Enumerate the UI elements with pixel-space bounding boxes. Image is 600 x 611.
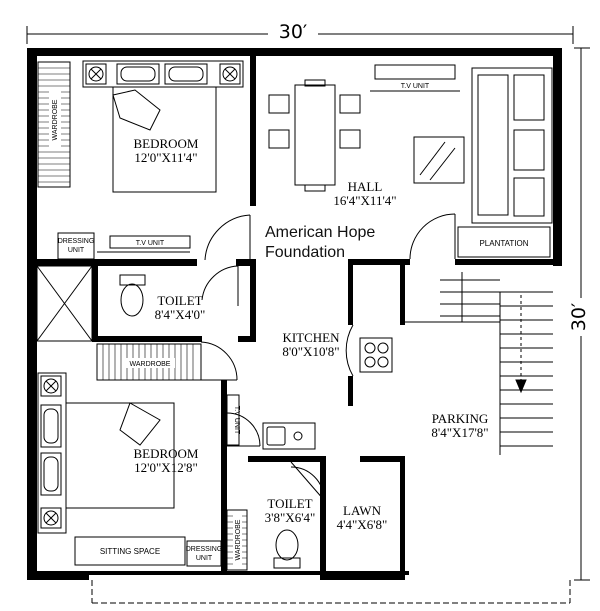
toilet-2-name: TOILET	[267, 496, 312, 511]
coffee-table	[413, 136, 465, 184]
bedroom-2-name: BEDROOM	[133, 446, 198, 461]
hall-name: HALL	[348, 179, 383, 194]
staircase	[405, 272, 553, 455]
dressing-unit-1-label: DRESSING	[58, 238, 95, 245]
dressing-unit-2-label: DRESSING	[186, 546, 223, 553]
dressing-unit-1	[57, 232, 95, 260]
dining-table	[268, 79, 361, 192]
width-dimension-label: 30′	[279, 21, 308, 43]
toilet-2-size: 3'8"X6'4"	[265, 510, 316, 525]
shaft	[36, 265, 93, 342]
lawn-size: 4'4"X6'8"	[337, 517, 388, 532]
interior-walls	[27, 56, 562, 580]
watermark-line-2: Foundation	[265, 244, 345, 261]
dressing-unit-1-label-b: UNIT	[68, 247, 85, 254]
kitchen-size: 8'0"X10'8"	[282, 344, 339, 359]
dressing-unit-2-label-b: UNIT	[196, 555, 213, 562]
bedroom-1-name: BEDROOM	[133, 136, 198, 151]
height-dimension-label: 30′	[568, 303, 590, 332]
parking-name: PARKING	[432, 411, 489, 426]
toilet-1-name: TOILET	[157, 293, 202, 308]
wardrobe-mid-label: WARDROBE	[130, 361, 171, 368]
outer-walls	[27, 48, 562, 580]
toilet-2-fixture	[273, 529, 301, 569]
dressing-unit-2	[186, 540, 222, 567]
doors	[200, 213, 456, 501]
toilet-1-size: 8'4"X4'0"	[155, 307, 206, 322]
tv-unit-bedroom-2-label: T.V UNIT	[233, 406, 240, 435]
wardrobe-bottom-label: WARDROBE	[235, 519, 242, 560]
toilet-1-fixture	[119, 274, 146, 317]
sofa	[471, 67, 553, 224]
bed-1	[82, 60, 244, 193]
wardrobe-mid: WARDROBE	[96, 343, 202, 381]
tv-unit-bedroom-1-label: T.V UNIT	[136, 240, 165, 247]
sitting-space	[74, 536, 186, 566]
parking-size: 8'4"X17'8"	[431, 425, 488, 440]
wardrobe-bottom: WARDROBE	[226, 509, 248, 571]
lawn-name: LAWN	[343, 503, 382, 518]
bedroom-2-size: 12'0"X12'8"	[134, 460, 198, 475]
watermark-line-1: American Hope	[265, 224, 375, 241]
wardrobe-top-label: WARDROBE	[52, 99, 59, 140]
sink	[262, 422, 316, 450]
bedroom-1-size: 12'0"X11'4"	[134, 150, 197, 165]
kitchen-name: KITCHEN	[282, 330, 340, 345]
bottom-dashed-line	[91, 580, 571, 604]
wardrobe-top: WARDROBE	[37, 61, 71, 188]
bed-2	[37, 372, 175, 534]
plantation	[457, 226, 551, 258]
stove	[359, 337, 393, 373]
plantation-label: PLANTATION	[479, 239, 528, 248]
tv-unit-bedroom-1	[97, 235, 191, 253]
tv-unit-bedroom-2	[226, 394, 240, 446]
sitting-space-label: SITTING SPACE	[100, 547, 160, 556]
tv-unit-hall-label: T.V UNIT	[401, 83, 430, 90]
tv-unit-hall	[370, 64, 460, 92]
hall-size: 16'4"X11'4"	[333, 193, 396, 208]
